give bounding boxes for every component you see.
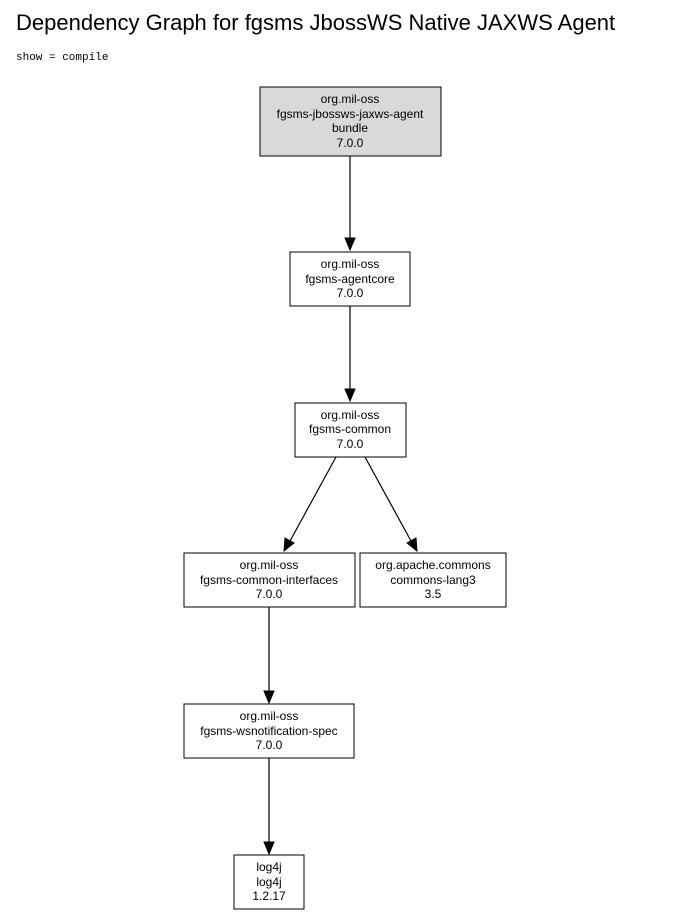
node-fgsms-agentcore[interactable]: org.mil-oss fgsms-agentcore 7.0.0 <box>289 251 411 307</box>
node-artifact: fgsms-agentcore <box>305 272 395 286</box>
scope-label: show = compile <box>16 52 109 64</box>
node-fgsms-jbossws-jaxws-agent[interactable]: org.mil-oss fgsms-jbossws-jaxws-agent bu… <box>259 86 442 157</box>
node-group: org.mil-oss <box>240 709 299 723</box>
node-fgsms-common[interactable]: org.mil-oss fgsms-common 7.0.0 <box>294 402 407 458</box>
node-box <box>183 703 355 759</box>
edge-common-interfaces-wsnotification <box>263 607 275 705</box>
node-box <box>289 251 411 307</box>
node-group: org.apache.commons <box>375 558 490 572</box>
node-group: org.mil-oss <box>321 92 380 106</box>
node-log4j[interactable]: log4j log4j 1.2.17 <box>233 854 305 910</box>
node-fgsms-common-interfaces[interactable]: org.mil-oss fgsms-common-interfaces 7.0.… <box>183 552 356 608</box>
node-box <box>359 552 507 608</box>
node-group: org.mil-oss <box>321 257 380 271</box>
node-artifact: fgsms-common-interfaces <box>200 573 338 587</box>
node-box <box>294 402 407 458</box>
node-group: log4j <box>256 860 281 874</box>
node-group: org.mil-oss <box>321 408 380 422</box>
node-box <box>183 552 356 608</box>
node-version: 7.0.0 <box>256 587 283 601</box>
edge-common-commons-lang3 <box>364 456 418 553</box>
node-version: 7.0.0 <box>337 286 364 300</box>
node-fgsms-wsnotification-spec[interactable]: org.mil-oss fgsms-wsnotification-spec 7.… <box>183 703 355 759</box>
node-box <box>259 86 442 157</box>
node-box <box>233 854 305 910</box>
node-artifact: fgsms-common <box>309 422 391 436</box>
node-version: 7.0.0 <box>256 738 283 752</box>
node-version: 7.0.0 <box>337 437 364 451</box>
node-artifact: fgsms-wsnotification-spec <box>200 724 337 738</box>
edge-agent-agentcore <box>344 156 356 252</box>
node-artifact: log4j <box>256 875 281 889</box>
edge-common-common-interfaces <box>283 456 337 553</box>
node-artifact: fgsms-jbossws-jaxws-agent <box>277 107 424 121</box>
node-version: 1.2.17 <box>252 889 286 903</box>
edge-agentcore-common <box>344 306 356 403</box>
node-commons-lang3[interactable]: org.apache.commons commons-lang3 3.5 <box>359 552 507 608</box>
node-artifact: commons-lang3 <box>390 573 476 587</box>
node-group: org.mil-oss <box>240 558 299 572</box>
edges <box>263 156 418 856</box>
node-version: 7.0.0 <box>337 136 364 150</box>
node-version: 3.5 <box>425 587 442 601</box>
node-type: bundle <box>332 121 368 135</box>
page-title: Dependency Graph for fgsms JbossWS Nativ… <box>16 10 616 35</box>
edge-wsnotification-log4j <box>263 758 275 856</box>
